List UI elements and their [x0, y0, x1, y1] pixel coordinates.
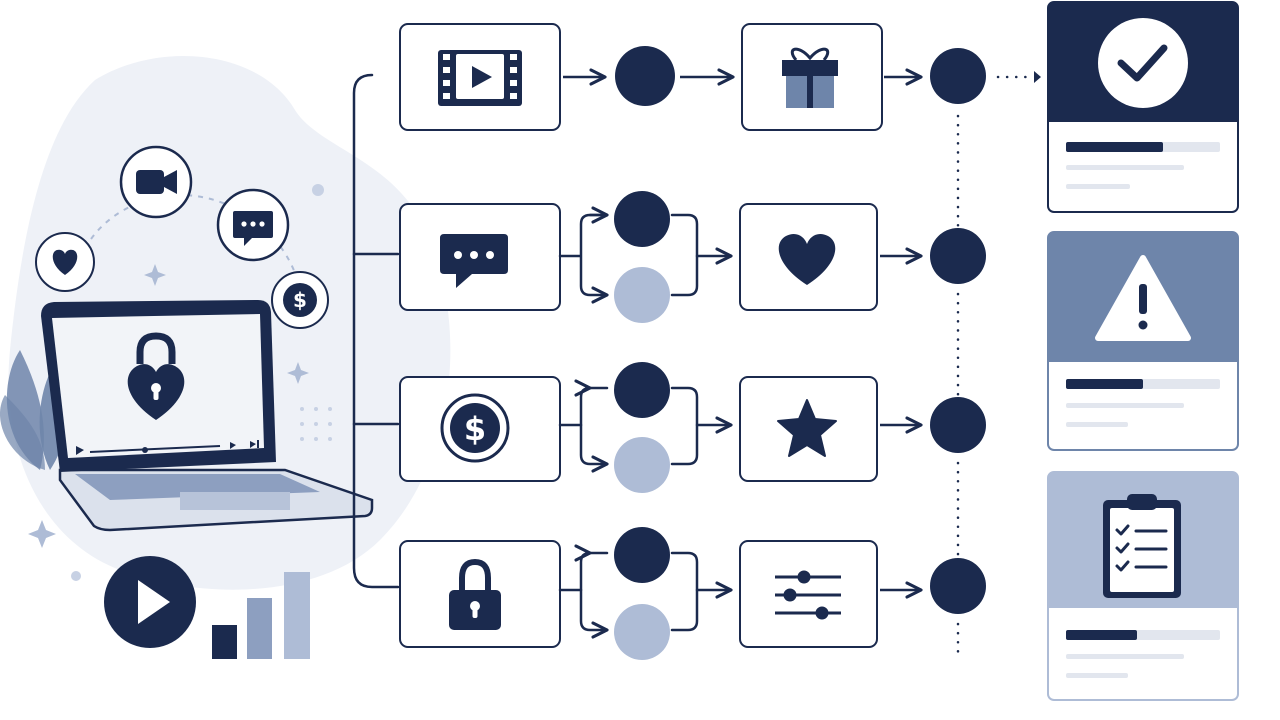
dotted-connectors [956, 71, 1041, 658]
heart-padlock-icon [127, 332, 185, 420]
outcome-card-3 [1047, 471, 1239, 701]
dollar-coin-icon: $ [271, 271, 329, 329]
gift-icon [782, 47, 838, 108]
hero-illustration: $ [0, 56, 451, 659]
play-circle-icon [104, 556, 196, 648]
chat-bubble-icon [216, 188, 290, 262]
flow-connectors [352, 73, 400, 589]
outcome-card-2 [1047, 231, 1239, 451]
progress-fill [1066, 142, 1163, 152]
dot-grid [300, 407, 332, 441]
heart-icon [35, 232, 95, 292]
merge-node [930, 48, 986, 104]
outcome-card-1 [1047, 1, 1239, 213]
flow-row-2 [399, 191, 986, 323]
branch-node-dark [614, 362, 670, 418]
sparkles [28, 122, 324, 581]
progress-fill [1066, 630, 1137, 640]
merge-node [930, 558, 986, 614]
clipboard-checklist-icon [1103, 494, 1181, 598]
flow-row-1 [399, 23, 986, 131]
laptop-touchpad [180, 492, 290, 510]
padlock-icon [449, 558, 501, 630]
flow-row-3: $ [399, 362, 986, 493]
merge-node [930, 397, 986, 453]
checkmark-icon [1098, 18, 1188, 108]
branch-node-dark [614, 191, 670, 247]
laptop [41, 300, 374, 532]
branch-node-dark [614, 527, 670, 583]
sliders-icon [775, 570, 841, 620]
film-play-icon [438, 50, 522, 106]
warning-icon [1095, 255, 1191, 341]
star-icon [777, 399, 837, 457]
branch-node-dark [615, 46, 675, 106]
branch-node-light [614, 604, 670, 660]
svg-text:$: $ [464, 410, 486, 448]
chat-bubble-icon [440, 234, 508, 288]
bar-chart-icon [212, 572, 310, 659]
heart-icon [778, 233, 836, 285]
branch-node-light [614, 267, 670, 323]
video-camera-icon [119, 145, 193, 219]
flow-row-4 [399, 527, 986, 660]
svg-text:$: $ [293, 288, 307, 312]
dollar-coin-icon: $ [440, 393, 510, 463]
progress-fill [1066, 379, 1143, 389]
branch-node-light [614, 437, 670, 493]
merge-node [930, 228, 986, 284]
